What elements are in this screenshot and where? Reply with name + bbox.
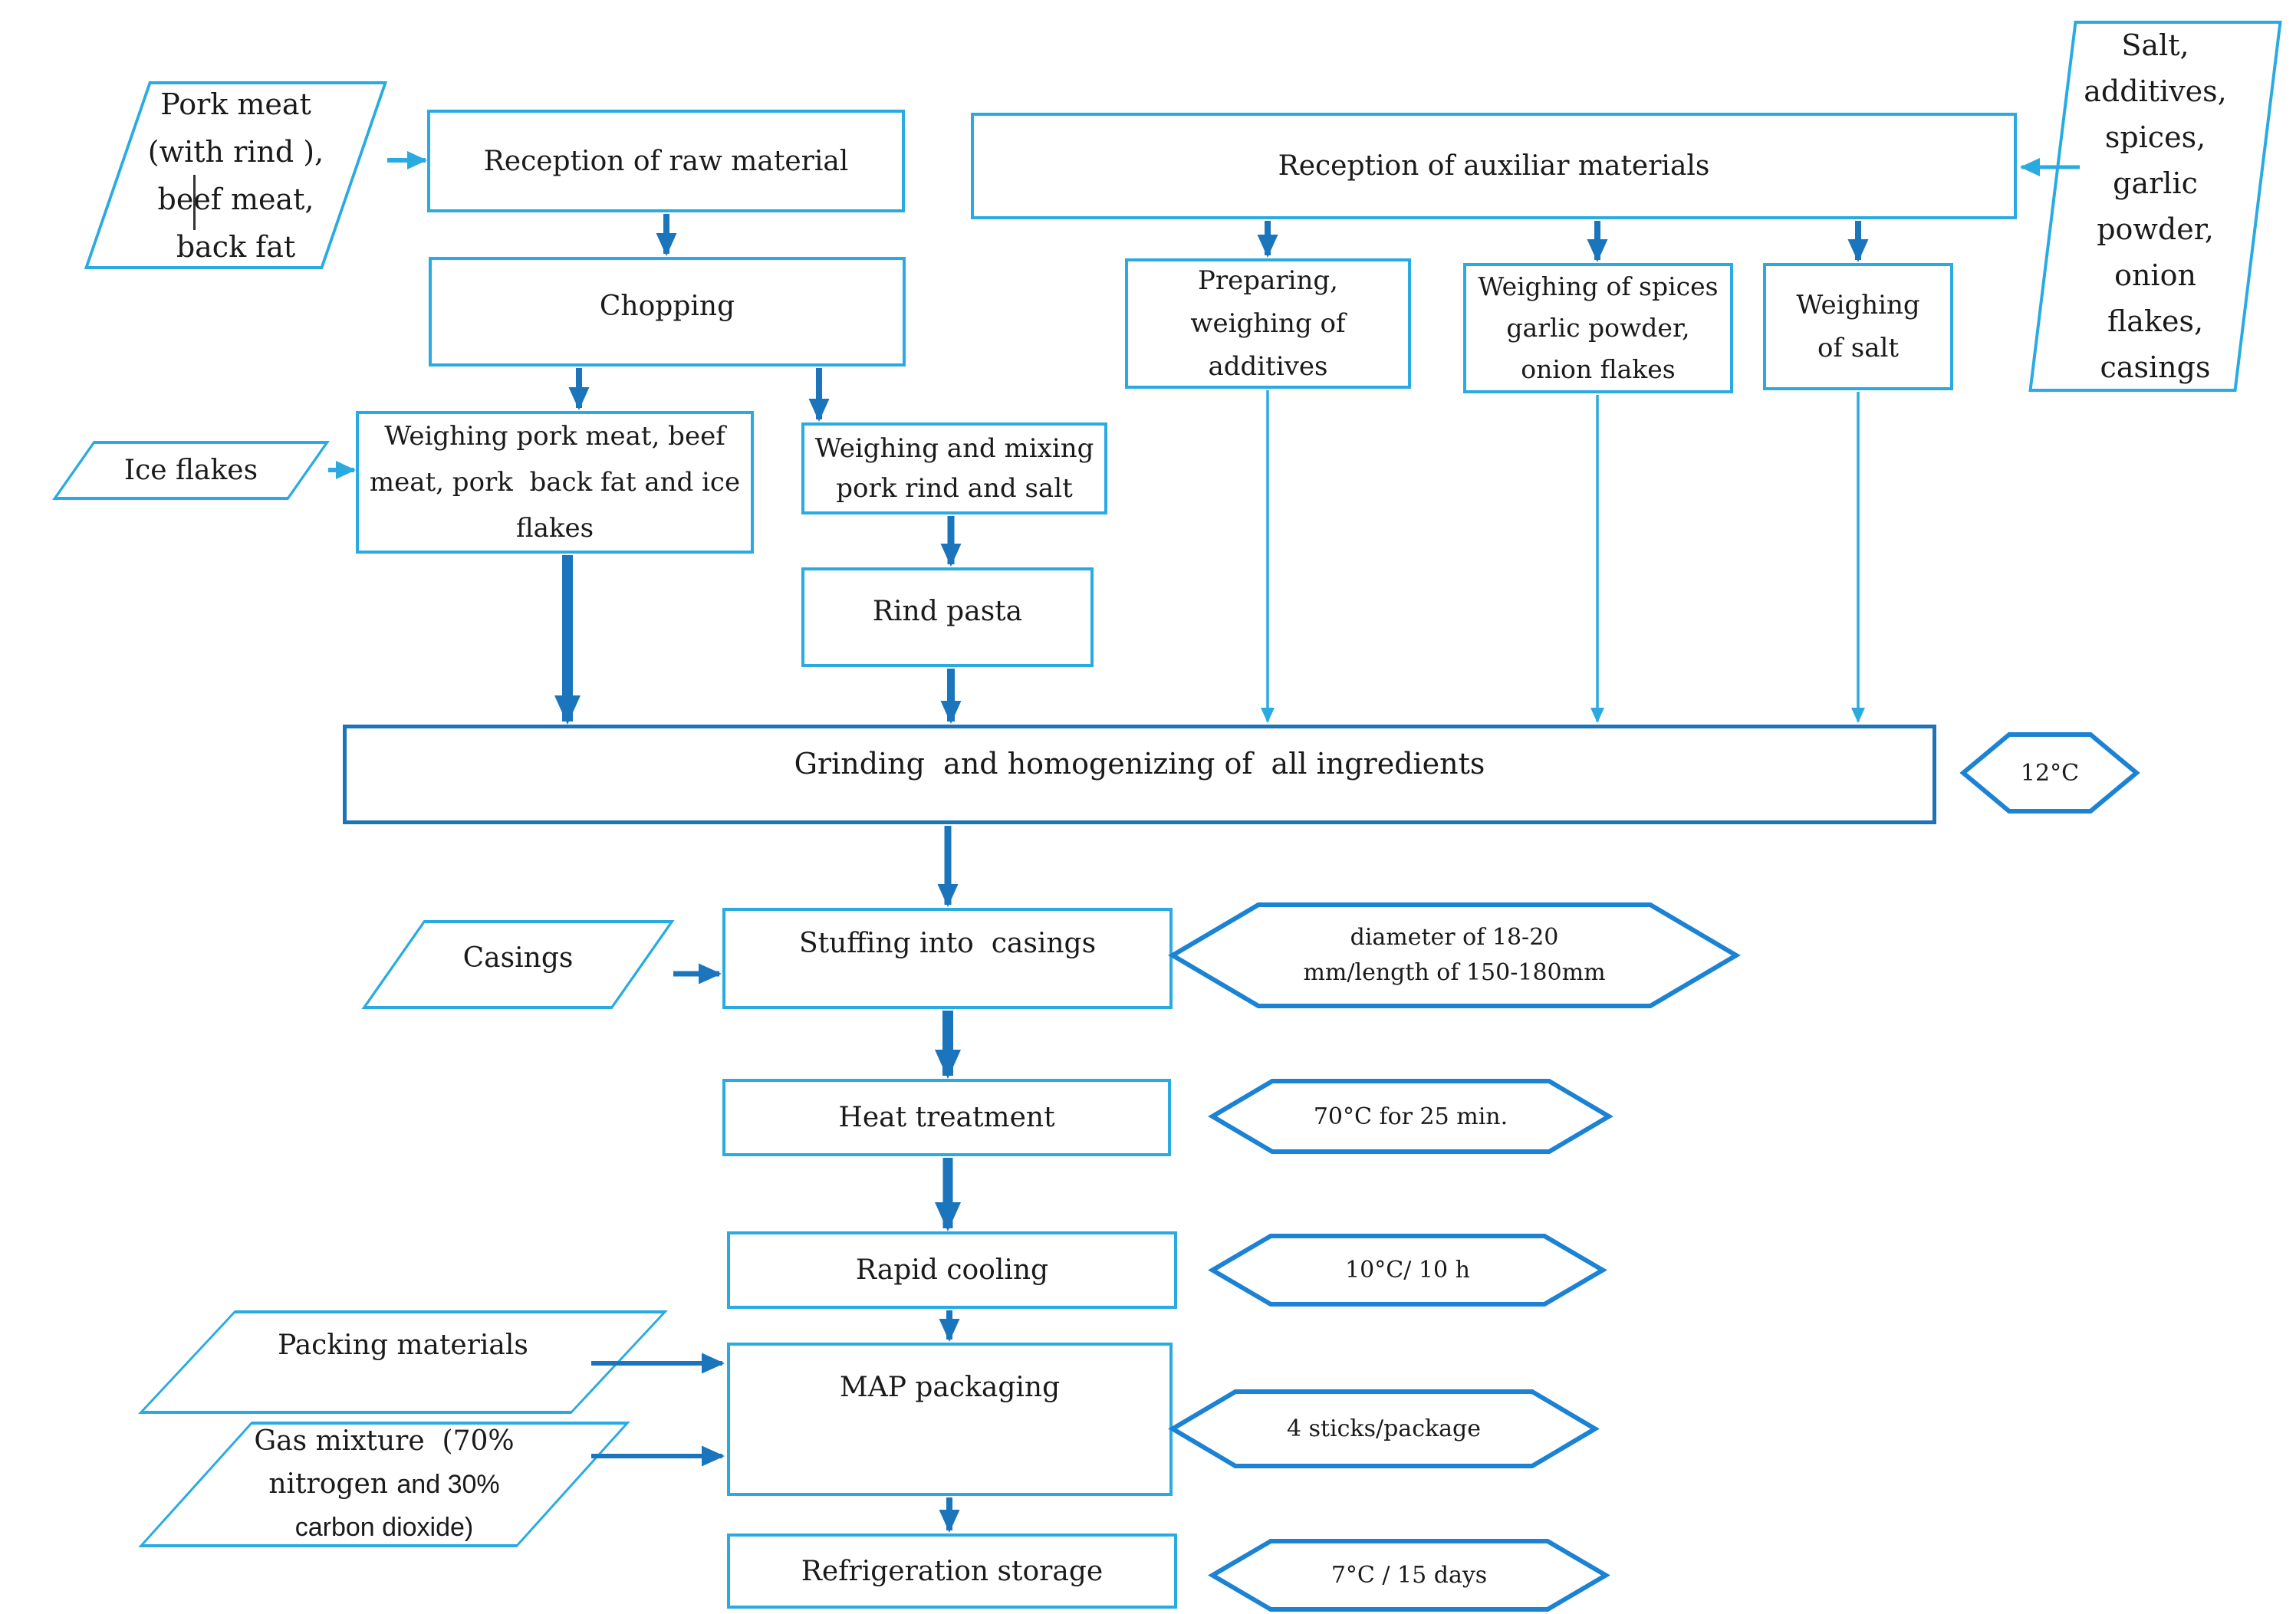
- label-line: Weighing: [1796, 290, 1920, 320]
- label-line: flakes: [515, 513, 594, 544]
- label-line: Reception of raw material: [483, 145, 849, 177]
- annotation-packaging-count: 4 sticks/package: [1168, 1389, 1600, 1468]
- input-casings: Casings: [361, 920, 675, 1009]
- label-line: Gas mixture (70%: [254, 1425, 515, 1457]
- annotation-cooling-params: 10°C/ 10 h: [1208, 1234, 1607, 1307]
- hexagon-shape: [1168, 1389, 1600, 1468]
- input-ice-flakes: Ice flakes: [52, 441, 330, 500]
- annotation-storage-params: 7°C / 15 days: [1208, 1539, 1610, 1612]
- label-line: beef meat,: [157, 182, 314, 216]
- node-chopping: Chopping: [429, 257, 906, 367]
- annotation-text: 4 sticks/package: [1286, 1415, 1482, 1442]
- label-line: Heat treatment: [838, 1102, 1055, 1133]
- node-preparing-additives: Preparing, weighing of additives: [1125, 258, 1411, 389]
- hexagon-shape: [1168, 902, 1741, 1008]
- label-line: casings: [2100, 350, 2211, 384]
- node-grinding: Grinding and homogenizing of all ingredi…: [343, 725, 1936, 824]
- label-line: of salt: [1817, 333, 1900, 363]
- label-line: Rind pasta: [872, 595, 1023, 627]
- input-gas-mixture: Gas mixture (70% nitrogen and 30% carbon…: [138, 1422, 630, 1547]
- label-line: Preparing,: [1198, 265, 1338, 296]
- annotation-text: mm/length of 150-180mm: [1303, 959, 1606, 986]
- label-line: garlic: [2113, 166, 2198, 200]
- node-weighing-mixing: Weighing and mixing pork rind and salt: [801, 422, 1107, 514]
- node-reception-aux: Reception of auxiliar materials: [971, 113, 2017, 219]
- annotation-stuffing-size: diameter of 18-20 mm/length of 150-180mm: [1168, 902, 1741, 1008]
- label-line: Refrigeration storage: [801, 1555, 1104, 1587]
- input-salt-additives: Salt, additives, spices, garlic powder, …: [2028, 21, 2282, 392]
- label-line: additives: [1208, 351, 1328, 382]
- annotation-text: 7°C / 15 days: [1331, 1562, 1488, 1589]
- label-line: onion: [2114, 258, 2196, 292]
- label-line: Salt,: [2121, 28, 2189, 62]
- label-line: pork rind and salt: [836, 473, 1073, 504]
- node-weighing-salt: Weighing of salt: [1763, 263, 1953, 390]
- label-line: nitrogen and 30%: [268, 1463, 499, 1506]
- label-line: spices,: [2104, 120, 2206, 154]
- label-line: powder,: [2097, 212, 2214, 246]
- text-cursor-artifact: [193, 175, 196, 230]
- hexagon-shape: [1208, 1079, 1613, 1154]
- node-stuffing: Stuffing into casings: [722, 908, 1173, 1009]
- label-line: Chopping: [599, 291, 735, 322]
- label-line: meat, pork back fat and ice: [369, 467, 741, 498]
- node-weighing-spices: Weighing of spices garlic powder, onion …: [1463, 263, 1733, 393]
- node-heat-treatment: Heat treatment: [722, 1079, 1171, 1156]
- annotation-text: 70°C for 25 min.: [1313, 1103, 1508, 1130]
- label-line: Grinding and homogenizing of all ingredi…: [794, 747, 1485, 781]
- input-pork-meat: Pork meat (with rind ), beef meat, back …: [84, 81, 388, 269]
- node-weighing-pork: Weighing pork meat, beef meat, pork back…: [356, 411, 754, 554]
- node-rind-pasta: Rind pasta: [801, 567, 1094, 667]
- label-line: Rapid cooling: [855, 1254, 1049, 1286]
- label-line: flakes,: [2107, 304, 2204, 338]
- hexagon-shape: [1208, 1234, 1607, 1307]
- node-rapid-cooling: Rapid cooling: [727, 1231, 1177, 1309]
- label-line: garlic powder,: [1506, 313, 1690, 343]
- input-packing-materials: Packing materials: [138, 1310, 668, 1414]
- label-line: onion flakes: [1521, 354, 1676, 384]
- annotation-grinding-temp: 12°C: [1959, 732, 2140, 814]
- label-line: Weighing pork meat, beef: [384, 421, 725, 452]
- annotation-text: diameter of 18-20: [1350, 924, 1559, 951]
- label-line: Stuffing into casings: [798, 928, 1097, 959]
- label-line: additives,: [2084, 74, 2227, 108]
- annotation-text: 10°C/ 10 h: [1345, 1257, 1470, 1284]
- label-line: carbon dioxide): [294, 1513, 474, 1542]
- label-line: Packing materials: [278, 1330, 528, 1361]
- label-line: back fat: [176, 229, 296, 264]
- hexagon-shape: [1208, 1539, 1610, 1612]
- label-line: Casings: [462, 942, 574, 974]
- label-line: Weighing of spices: [1478, 271, 1719, 301]
- label-line: weighing of: [1190, 308, 1346, 339]
- hexagon-shape: [1959, 732, 2140, 814]
- annotation-heat-params: 70°C for 25 min.: [1208, 1079, 1613, 1154]
- label-line: Pork meat: [160, 87, 311, 121]
- node-refrigeration: Refrigeration storage: [727, 1533, 1177, 1609]
- label-line: Reception of auxiliar materials: [1278, 150, 1710, 182]
- node-map-packaging: MAP packaging: [727, 1343, 1173, 1496]
- label-line: Ice flakes: [123, 455, 258, 486]
- node-reception-raw: Reception of raw material: [427, 110, 905, 212]
- label-part: nitrogen: [268, 1468, 397, 1500]
- label-line: MAP packaging: [839, 1372, 1061, 1403]
- label-line: (with rind ),: [147, 134, 324, 169]
- label-part: and 30%: [396, 1470, 500, 1499]
- annotation-text: 12°C: [2020, 759, 2080, 787]
- label-line: Weighing and mixing: [814, 433, 1094, 464]
